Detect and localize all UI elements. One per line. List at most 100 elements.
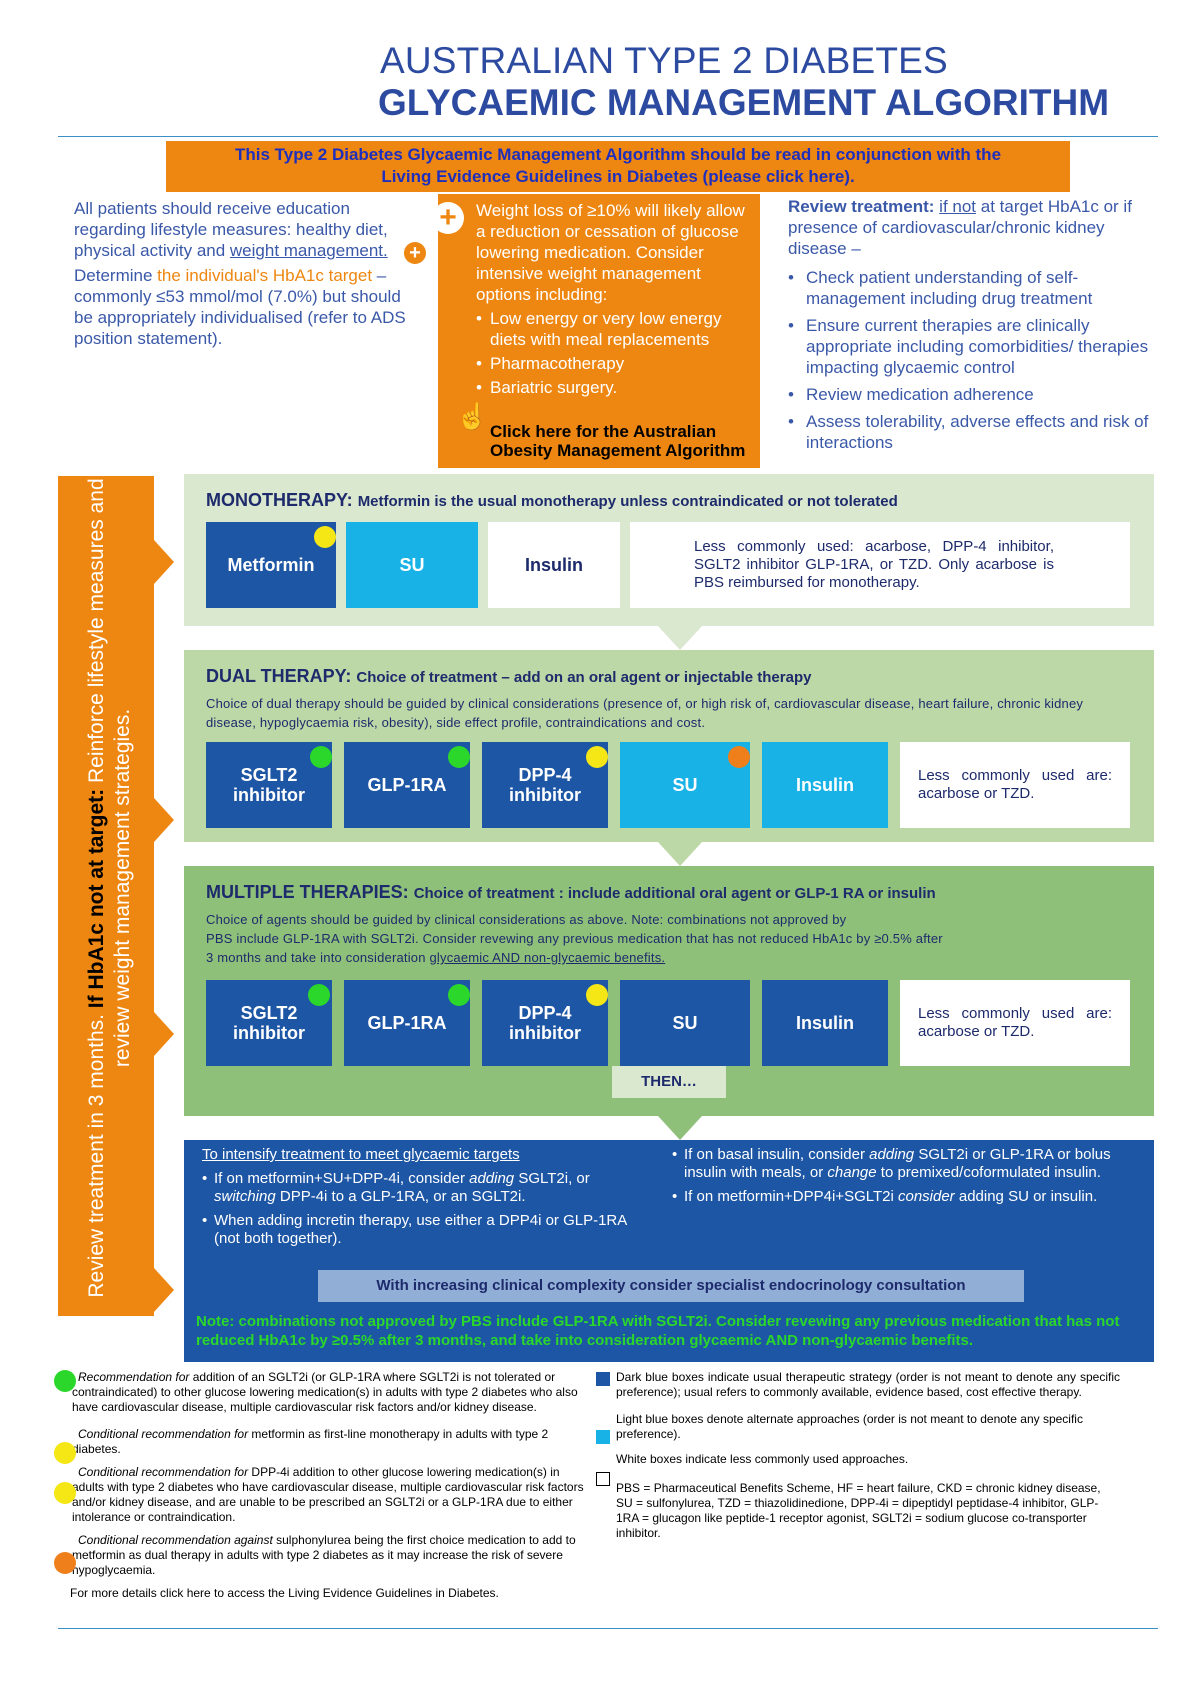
dual-therapy-panel: DUAL THERAPY: Choice of treatment – add … (184, 650, 1154, 842)
multi-desc-line: 3 months and take into consideration (206, 950, 430, 965)
intensify-text: When adding incretin therapy, use either… (214, 1212, 627, 1247)
white-swatch (596, 1472, 610, 1486)
sglt2-box[interactable]: SGLT2 inhibitor (206, 742, 332, 828)
lifestyle-intro: All patients should receive education re… (74, 198, 414, 349)
multi-desc-line: Choice of agents should be guided by cli… (206, 912, 847, 927)
dual-title: DUAL THERAPY: (206, 666, 352, 686)
dual-less-common-box: Less commonly used are: acarbose or TZD. (900, 742, 1130, 828)
legend-white-text: White boxes indicate less commonly used … (616, 1452, 909, 1466)
intensify-item: If on basal insulin, consider adding SGL… (672, 1146, 1132, 1182)
then-label: THEN… (612, 1066, 726, 1098)
legend-left: Recommendation for addition of an SGLT2i… (54, 1370, 588, 1601)
review-item: Ensure current therapies are clinically … (788, 315, 1158, 378)
intensify-italic: consider (897, 1188, 955, 1205)
title-line-2: GLYCAEMIC MANAGEMENT ALGORITHM (378, 82, 1110, 123)
su-box[interactable]: SU (620, 980, 750, 1066)
yellow-recommendation-dot (586, 984, 608, 1006)
header-divider (58, 136, 1158, 137)
side-text-1: Review treatment in 3 months. (85, 1008, 108, 1298)
multi-description: Choice of agents should be guided by cli… (206, 910, 1136, 967)
title-line-1: AUSTRALIAN TYPE 2 DIABETES (380, 40, 948, 81)
yellow-recommendation-dot (586, 746, 608, 768)
pointer-arrow (154, 1268, 174, 1312)
plus-icon: + (432, 202, 464, 234)
intensify-text: SGLT2i or GLP-1RA or bolus insulin with … (684, 1146, 1111, 1181)
intensify-item: If on metformin+SU+DPP-4i, consider addi… (202, 1170, 642, 1206)
footer-divider (58, 1628, 1158, 1629)
multi-title: MULTIPLE THERAPIES: (206, 882, 409, 902)
guidelines-details-link[interactable]: For more details click here to access th… (70, 1586, 499, 1600)
intensify-italic: adding (869, 1146, 915, 1163)
plus-icon[interactable]: + (404, 242, 426, 264)
insulin-box[interactable]: Insulin (488, 522, 620, 608)
intensify-text: DPP-4i to a GLP-1RA, or an SGLT2i. (275, 1188, 526, 1205)
intensify-left-column: To intensify treatment to meet glycaemic… (202, 1146, 642, 1254)
green-recommendation-dot (448, 746, 470, 768)
green-recommendation-dot (308, 984, 330, 1006)
intensify-text: If on metformin+SU+DPP-4i, consider (214, 1170, 470, 1187)
intensify-text: SGLT2i, or (514, 1170, 590, 1187)
review-if-not: if not (939, 197, 977, 216)
intensify-item: If on metformin+DPP4i+SGLT2i consider ad… (672, 1188, 1132, 1206)
intro-text-2b: – commonly ≤53 mmol/mol (7.0%) but shoul… (74, 266, 406, 348)
multiple-therapies-panel: MULTIPLE THERAPIES: Choice of treatment … (184, 866, 1154, 1116)
monotherapy-panel: MONOTHERAPY: Metformin is the usual mono… (184, 474, 1154, 626)
review-side-bar: Review treatment in 3 months. If HbA1c n… (58, 476, 154, 1316)
down-arrow (658, 626, 702, 650)
review-title-rest: at target HbA1c or if presence of cardio… (788, 197, 1132, 258)
down-arrow (658, 1116, 702, 1140)
legend-yellow-label: Conditional recommendation for (78, 1465, 249, 1479)
dual-subtitle: Choice of treatment – add on an oral age… (356, 669, 812, 686)
su-box[interactable]: SU (346, 522, 478, 608)
review-side-text: Review treatment in 3 months. If HbA1c n… (66, 468, 162, 1308)
pbs-note: Note: combinations not approved by PBS i… (196, 1313, 1120, 1349)
mono-less-common-box: Less commonly used: acarbose, DPP-4 inhi… (630, 522, 1130, 608)
down-arrow (658, 842, 702, 866)
intensify-text: to premixed/coformulated insulin. (876, 1164, 1101, 1181)
orange-recommendation-dot (54, 1552, 76, 1574)
orange-recommendation-dot (728, 746, 750, 768)
monotherapy-heading: MONOTHERAPY: Metformin is the usual mono… (206, 490, 898, 511)
green-recommendation-dot (310, 746, 332, 768)
insulin-box[interactable]: Insulin (762, 980, 888, 1066)
hba1c-target-link[interactable]: the individual's HbA1c target (157, 266, 373, 285)
intro-text-2a: Determine (74, 266, 158, 285)
multi-heading: MULTIPLE THERAPIES: Choice of treatment … (206, 882, 936, 903)
side-text-bold: If HbA1c not at target: (85, 788, 108, 1009)
obesity-algorithm-link[interactable]: Click here for the Australian Obesity Ma… (490, 422, 746, 460)
intensify-italic: switching (214, 1188, 276, 1205)
yellow-recommendation-dot (314, 526, 336, 548)
intensify-panel: To intensify treatment to meet glycaemic… (184, 1140, 1154, 1362)
guidelines-banner-link[interactable]: This Type 2 Diabetes Glycaemic Managemen… (166, 141, 1070, 192)
multi-subtitle: Choice of treatment : include additional… (413, 885, 936, 902)
weight-option: Low energy or very low energy diets with… (476, 308, 754, 350)
intensify-italic: adding (469, 1170, 515, 1187)
mono-subtitle: Metformin is the usual monotherapy unles… (357, 493, 898, 510)
abbreviations: PBS = Pharmaceutical Benefits Scheme, HF… (616, 1481, 1101, 1540)
weight-option: Pharmacotherapy (476, 353, 754, 374)
dual-description: Choice of dual therapy should be guided … (206, 696, 1084, 730)
banner-line-2: Living Evidence Guidelines in Diabetes (… (381, 167, 855, 186)
legend-green-label: Recommendation for (78, 1370, 190, 1384)
legend-right: Dark blue boxes indicate usual therapeut… (596, 1370, 1120, 1541)
weight-option: Bariatric surgery. (476, 377, 754, 398)
review-treatment: Review treatment: if not at target HbA1c… (788, 196, 1158, 459)
banner-line-1: This Type 2 Diabetes Glycaemic Managemen… (234, 145, 1002, 164)
multi-less-common-box: Less commonly used are: acarbose or TZD. (900, 980, 1130, 1066)
review-item: Assess tolerability, adverse effects and… (788, 411, 1158, 453)
specialist-consultation-box: With increasing clinical complexity cons… (318, 1270, 1024, 1302)
pointer-arrow (154, 798, 174, 842)
weight-management-link[interactable]: weight management. (229, 241, 388, 260)
pointer-arrow (154, 1012, 174, 1056)
intensify-italic: change (827, 1164, 877, 1181)
dark-blue-swatch (596, 1372, 610, 1386)
legend-yellow-text: metformin as first-line monotherapy in a… (72, 1427, 549, 1456)
green-recommendation-dot (448, 984, 470, 1006)
yellow-recommendation-dot (54, 1442, 76, 1464)
benefits-link[interactable]: glycaemic AND non-glycaemic benefits. (429, 950, 666, 965)
intensify-text: If on basal insulin, consider (684, 1146, 870, 1163)
legend-orange-text: sulphonylurea being the first choice med… (72, 1533, 576, 1577)
pointer-arrow (154, 540, 174, 584)
mono-title: MONOTHERAPY: (206, 490, 353, 510)
insulin-box[interactable]: Insulin (762, 742, 888, 828)
